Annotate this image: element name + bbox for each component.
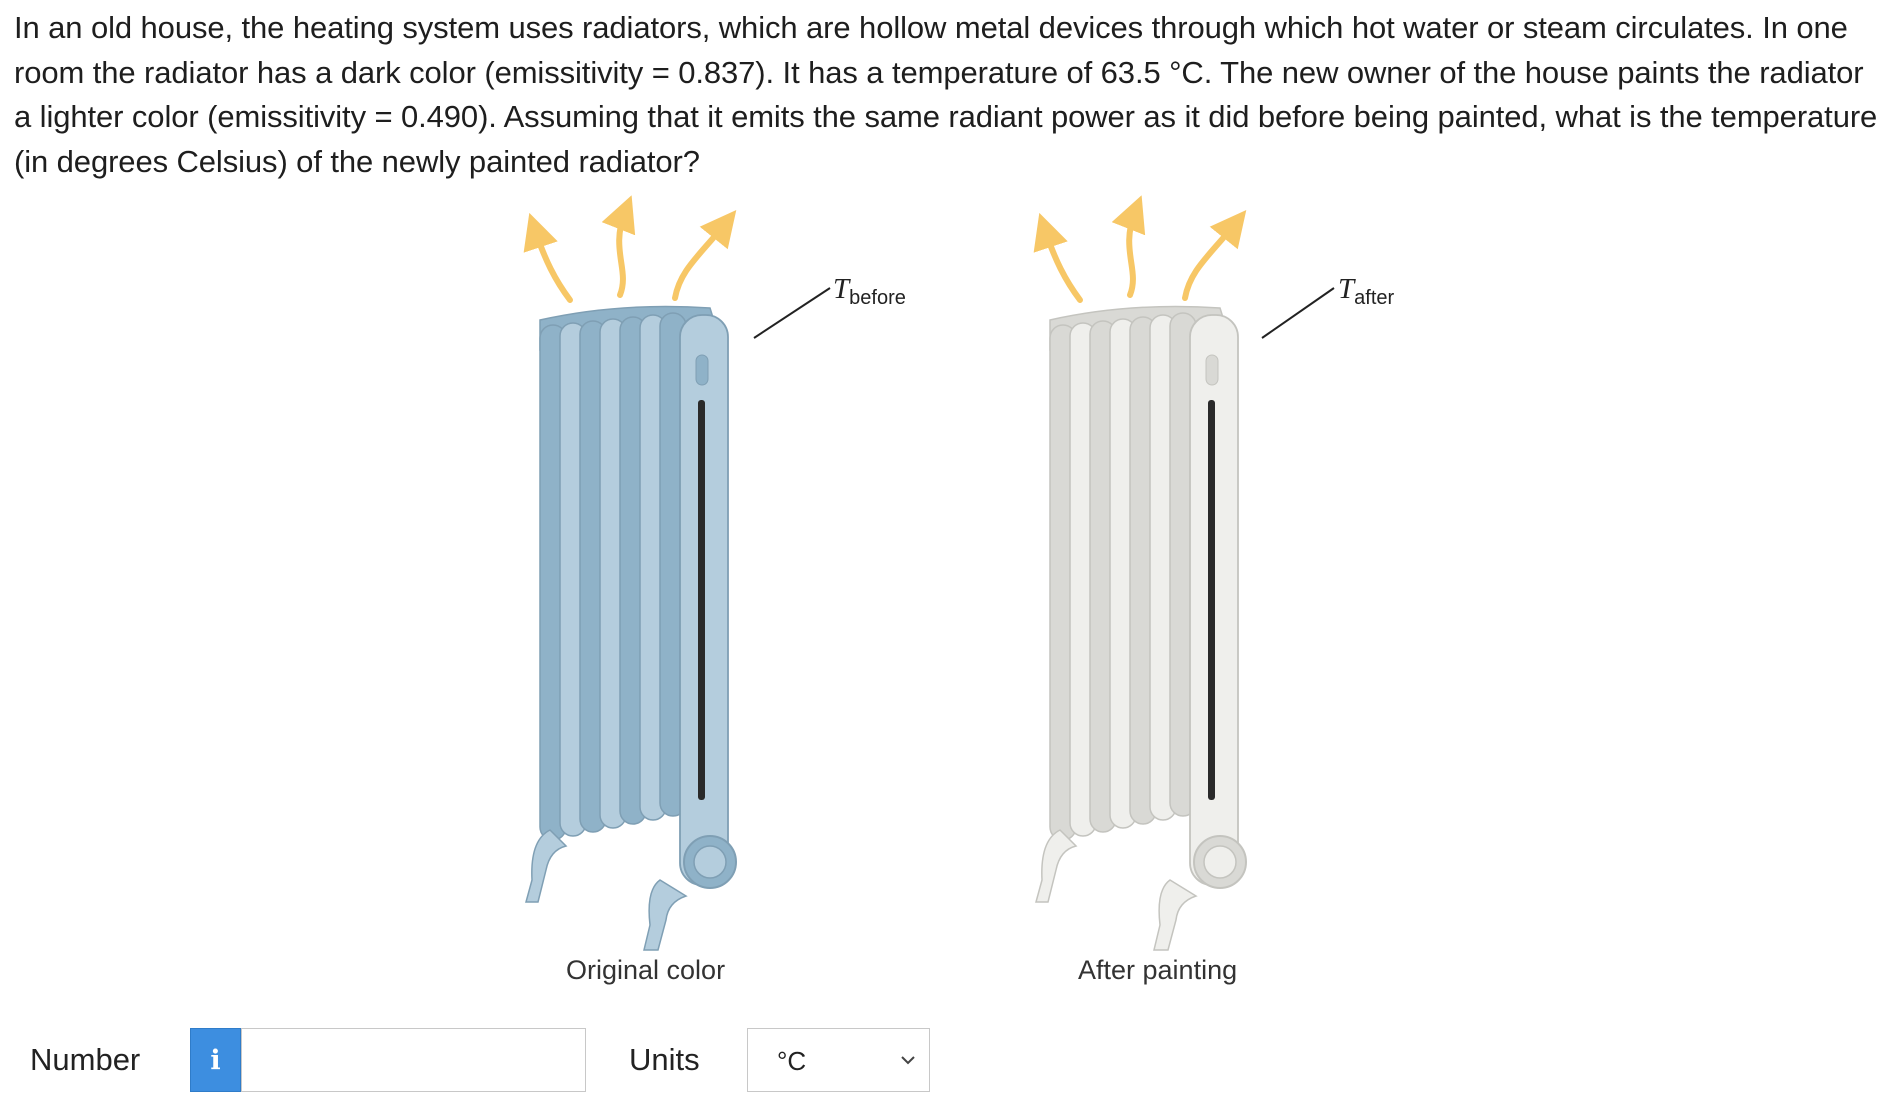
radiator-painted	[1033, 195, 1335, 951]
gauge-top	[1205, 354, 1219, 386]
heat-arrow-3	[672, 209, 737, 301]
valve-knob-inner	[1203, 845, 1237, 879]
valve-knob-inner	[693, 845, 727, 879]
gauge-slot	[698, 400, 705, 800]
t-before-subscript: before	[849, 287, 906, 309]
radiator-leg-left	[1035, 829, 1078, 903]
caption-after-painting: After painting	[1078, 955, 1238, 985]
radiator-original	[523, 195, 831, 951]
radiator-illustration	[523, 195, 1335, 951]
heat-arrow-2	[601, 195, 636, 298]
radiator-leg-left	[525, 829, 568, 903]
t-after-subscript: after	[1354, 287, 1395, 309]
heat-arrow-1	[523, 212, 573, 303]
radiator-leg-front	[1153, 879, 1198, 951]
units-label: Units	[629, 1042, 700, 1077]
gauge-top	[695, 354, 709, 386]
number-input[interactable]	[241, 1028, 586, 1092]
caption-original-color: Original color	[566, 955, 726, 985]
chevron-down-icon	[901, 1056, 915, 1065]
units-dropdown[interactable]: °C	[747, 1028, 930, 1092]
number-label: Number	[30, 1042, 141, 1077]
radiator-leg-front	[643, 879, 688, 951]
question-text: In an old house, the heating system uses…	[14, 10, 1878, 179]
heat-arrow-2	[1111, 195, 1146, 298]
heat-arrow-1	[1033, 212, 1083, 303]
gauge-slot	[1208, 400, 1215, 800]
t-before-label: Tbefore	[833, 273, 906, 309]
t-before-symbol: T	[833, 273, 850, 305]
pointer-line	[1261, 287, 1335, 339]
t-after-label: Tafter	[1338, 273, 1395, 309]
answer-row: Number i Units °C	[0, 1026, 1898, 1092]
units-selected-value: °C	[777, 1046, 807, 1076]
info-icon[interactable]: i	[190, 1028, 241, 1092]
radiator-figure: Original color After painting Tbefore Ta…	[0, 190, 1898, 1010]
heat-arrow-3	[1182, 209, 1247, 301]
pointer-line	[753, 287, 831, 339]
t-after-symbol: T	[1338, 273, 1355, 305]
